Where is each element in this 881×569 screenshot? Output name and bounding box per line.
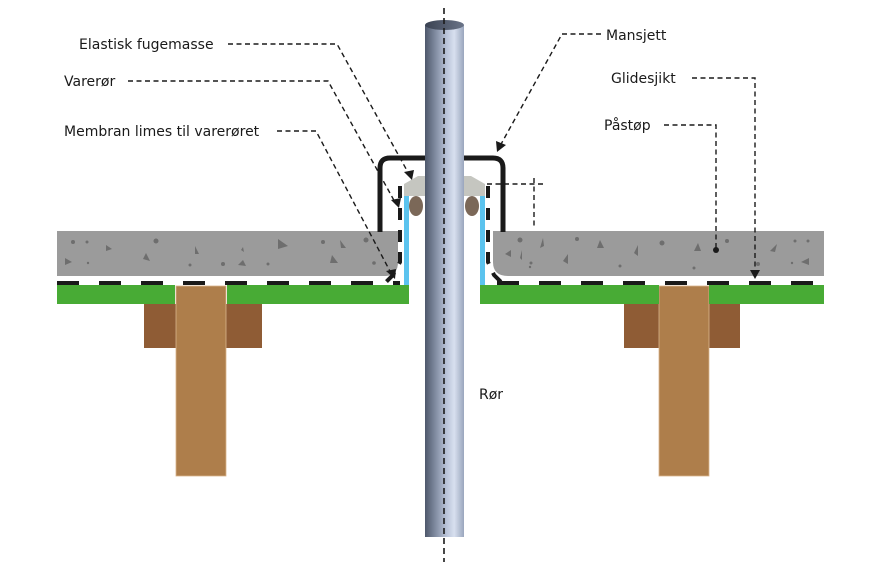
left-beam-post: [175, 285, 227, 477]
right-concrete-speckles: [505, 237, 810, 270]
right-structure: [480, 231, 824, 477]
left-deck-board: [57, 285, 175, 304]
left-concrete-topping: [57, 231, 398, 276]
right-deck-board: [480, 285, 659, 304]
right-sleeve-vareror: [480, 184, 485, 285]
label-mansjett: Mansjett: [606, 28, 667, 44]
right-collar-mansjett: [462, 155, 506, 232]
pipe-top-cap: [425, 20, 464, 30]
labels: Elastisk fugemasse Varerør Membran limes…: [64, 28, 676, 403]
right-elastic-sealant: [462, 176, 485, 196]
label-vareror: Varerør: [64, 74, 115, 90]
left-backer-rod: [409, 196, 423, 216]
right-backer-rod: [465, 196, 479, 216]
pastop-pointer-dot: [713, 247, 719, 253]
leader-lines: [128, 33, 760, 279]
leader-membran: [277, 130, 393, 276]
left-elastic-sealant: [404, 176, 427, 196]
left-deck-board: [227, 285, 409, 304]
leader-glidesjikt: [692, 77, 756, 272]
leader-vareror: [128, 80, 397, 205]
right-deck-board: [709, 285, 824, 304]
left-concrete-speckles: [65, 237, 376, 267]
leader-elastisk-fugemasse: [228, 43, 411, 177]
label-glidesjikt: Glidesjikt: [611, 71, 676, 87]
label-pastop: Påstøp: [604, 117, 651, 134]
left-membrane-upturn: [383, 186, 402, 285]
label-elastisk-fugemasse: Elastisk fugemasse: [79, 37, 214, 53]
left-sleeve-vareror: [404, 184, 409, 285]
leader-mansjett: [499, 33, 601, 147]
left-collar-mansjett: [377, 155, 427, 232]
right-beam-post: [658, 285, 710, 477]
penetration-detail: [377, 155, 545, 285]
label-membran: Membran limes til varerøret: [64, 124, 260, 140]
right-membrane-upturn: [486, 186, 504, 285]
left-structure: [57, 231, 409, 477]
label-ror: Rør: [479, 387, 503, 403]
leader-pastop: [664, 124, 717, 248]
pipe-ror: [425, 8, 464, 562]
right-concrete-topping: [493, 231, 824, 276]
